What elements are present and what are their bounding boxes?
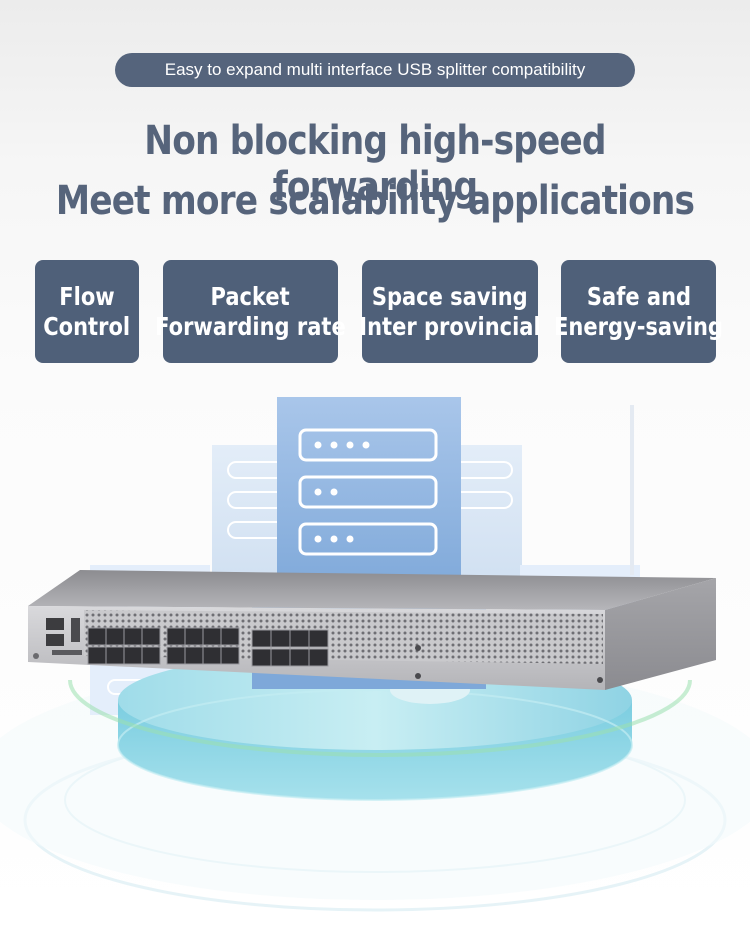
feature-label: Inter provincial xyxy=(359,311,541,341)
feature-label: Forwarding rate xyxy=(155,311,346,341)
feature-label: Safe and xyxy=(586,281,691,311)
feature-flow-control: Flow Control xyxy=(35,260,139,363)
headline-line-2: Meet more scalability applications xyxy=(55,178,695,224)
feature-label: Packet xyxy=(210,281,291,311)
feature-label: Control xyxy=(43,311,131,341)
feature-energy-saving: Safe and Energy-saving xyxy=(554,260,723,363)
feature-label: Space saving xyxy=(372,281,528,311)
product-illustration xyxy=(0,397,750,912)
feature-packet-forwarding: Packet Forwarding rate xyxy=(155,260,346,363)
feature-label: Flow xyxy=(59,281,115,311)
network-switch xyxy=(28,570,716,690)
top-banner: Easy to expand multi interface USB split… xyxy=(115,53,635,87)
feature-space-saving: Space saving Inter provincial xyxy=(359,260,541,363)
headline-line-1: Non blocking high-speed forwarding xyxy=(144,118,606,210)
top-banner-text: Easy to expand multi interface USB split… xyxy=(164,60,586,79)
feature-label: Energy-saving xyxy=(554,311,723,341)
